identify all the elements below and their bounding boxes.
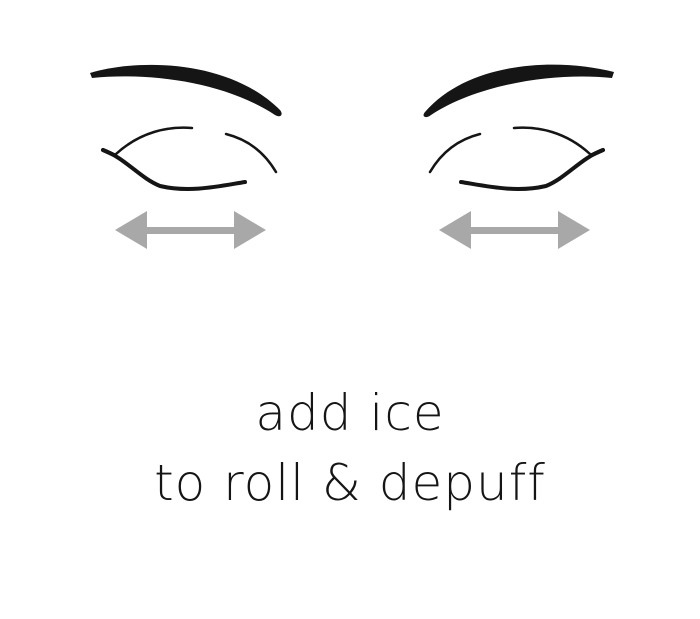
- eyes-illustration: [90, 64, 614, 249]
- right-closed-eye-icon: [428, 126, 605, 191]
- caption-line-1: add ice: [255, 384, 445, 442]
- right-double-arrow-icon: [439, 211, 590, 249]
- left-eyebrow-icon: [90, 64, 282, 117]
- left-closed-eye-icon: [101, 126, 278, 191]
- left-double-arrow-icon: [115, 211, 266, 249]
- caption-line-2: to roll & depuff: [154, 454, 546, 512]
- right-eyebrow-icon: [423, 64, 614, 118]
